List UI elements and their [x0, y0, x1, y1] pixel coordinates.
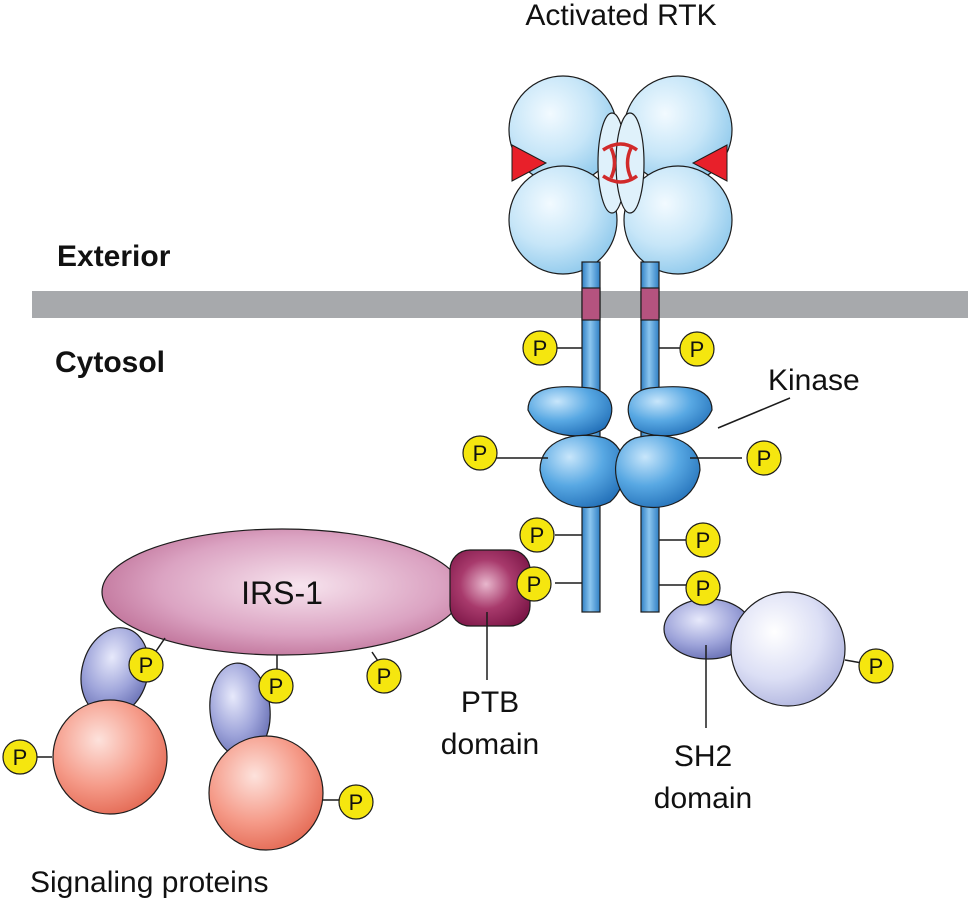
phosphate-icon: P — [516, 566, 552, 602]
svg-text:P: P — [139, 653, 154, 678]
phosphate-icon: P — [128, 647, 164, 683]
ligand-left — [511, 144, 548, 182]
rtk-extracellular-domain — [508, 75, 733, 275]
sh2-adaptor-protein — [663, 591, 863, 707]
disulfide-bond-icon — [602, 142, 639, 184]
kinase-lobe-left-bottom — [539, 434, 625, 509]
svg-text:P: P — [869, 654, 884, 679]
phosphate-icon: P — [522, 330, 558, 366]
phosphate-icon: P — [519, 517, 555, 553]
kinase-domain — [527, 386, 713, 509]
phosphate-icon: P — [338, 784, 374, 820]
svg-text:P: P — [757, 446, 772, 471]
phosphate-icon: P — [685, 570, 721, 606]
label-activated-rtk: Activated RTK — [525, 0, 716, 32]
phosphate-icon: P — [746, 440, 782, 476]
phosphate-icon: P — [462, 435, 498, 471]
svg-text:P: P — [527, 572, 542, 597]
label-cytosol: Cytosol — [55, 346, 165, 379]
svg-text:P: P — [696, 576, 711, 601]
adaptor-sphere — [730, 591, 846, 707]
svg-text:P: P — [690, 337, 705, 362]
phosphate-icon: P — [366, 658, 402, 694]
label-exterior: Exterior — [57, 240, 171, 273]
label-ptb-line1: PTB — [461, 686, 519, 719]
phosphate-icon: P — [2, 739, 38, 775]
phosphate-groups: P P P P P P P P P P P P P P — [2, 330, 894, 820]
label-ptb-line2: domain — [441, 728, 539, 761]
svg-text:P: P — [269, 674, 284, 699]
signaling-protein-group-2 — [208, 662, 342, 851]
phosphate-icon: P — [685, 522, 721, 558]
svg-text:P: P — [530, 523, 545, 548]
label-irs1: IRS-1 — [241, 575, 323, 611]
receptor-phosphate-linkers — [496, 347, 742, 586]
kinase-lobe-right-bottom — [615, 434, 701, 509]
svg-text:P: P — [473, 441, 488, 466]
signaling-protein-group-1 — [30, 627, 168, 815]
svg-text:P: P — [13, 745, 28, 770]
svg-text:P: P — [349, 790, 364, 815]
svg-text:P: P — [696, 528, 711, 553]
rtk-sphere-bottom-right — [623, 165, 733, 275]
phosphate-icon: P — [858, 648, 894, 684]
label-sh2-line2: domain — [654, 782, 752, 815]
ligand-right — [691, 144, 728, 182]
dimer-interface-right — [615, 112, 645, 214]
signaling-protein-sphere-1 — [52, 699, 168, 815]
rtk-sphere-bottom-left — [508, 165, 618, 275]
plasma-membrane — [32, 291, 968, 318]
kinase-lobe-left-top — [527, 386, 613, 437]
signaling-protein-sphere-2 — [208, 735, 324, 851]
label-sh2-line1: SH2 — [674, 740, 732, 773]
phosphate-icon: P — [679, 331, 715, 367]
kinase-leader-line — [717, 397, 791, 429]
label-kinase: Kinase — [768, 364, 860, 397]
transmembrane-segment-right — [640, 287, 660, 321]
svg-text:P: P — [533, 336, 548, 361]
label-signaling-proteins: Signaling proteins — [30, 866, 269, 899]
transmembrane-segment-left — [581, 287, 601, 321]
svg-text:P: P — [377, 664, 392, 689]
phosphate-icon: P — [258, 668, 294, 704]
kinase-lobe-right-top — [627, 386, 713, 437]
